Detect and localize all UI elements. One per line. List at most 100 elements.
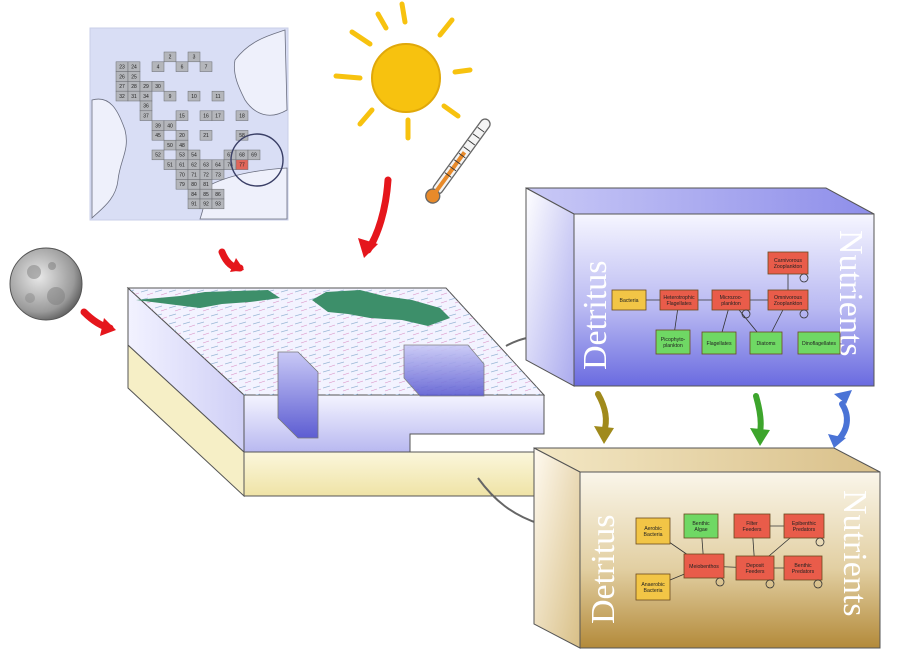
map-highlight-circle [230, 133, 284, 187]
map-cell-label: 40 [167, 123, 173, 129]
self-loop [815, 537, 825, 547]
map-cell-label: 28 [131, 84, 137, 90]
trench-left [277, 351, 319, 439]
pelagic-detritus-label: Detritus [577, 260, 614, 370]
map-cell [151, 61, 165, 72]
map-cell [151, 149, 165, 161]
map-cell-label: 29 [143, 84, 149, 90]
node-label: Heterotrophic [663, 295, 695, 301]
benthic-nutrients-label: Nutrients [836, 490, 873, 617]
self-loop [799, 273, 809, 283]
nutrient-exchange-arrow-head-down [828, 434, 846, 448]
self-loop [799, 309, 809, 319]
map-cell-label: 54 [191, 153, 197, 159]
map-cell [151, 130, 165, 141]
forcing-arrow-sun-head [358, 238, 378, 258]
map-cell-label: 64 [215, 163, 221, 169]
map-cell-label: 34 [143, 94, 149, 100]
map-cell [235, 110, 249, 121]
node-deposit [735, 555, 775, 581]
map-cell [151, 81, 165, 92]
node-label: Zooplankton [774, 301, 803, 307]
node-label: Flagellates [706, 341, 731, 347]
node-label: Filter [746, 521, 758, 527]
map-cell-label: 48 [179, 143, 185, 149]
map-cell-label: 27 [119, 84, 125, 90]
node-micro [711, 289, 751, 311]
map-cell-label: 52 [155, 153, 161, 159]
map-cell-label: 45 [155, 133, 161, 139]
map-cell-label: 50 [167, 143, 173, 149]
map-cell-label: 15 [179, 114, 185, 120]
map-cell [163, 120, 177, 131]
node-algae [683, 513, 719, 539]
self-loop [741, 309, 751, 319]
map-cell-label: 93 [215, 202, 221, 208]
map-cell-label: 4 [157, 65, 160, 71]
forcing-arrow-sun [364, 176, 392, 254]
node-flagellates [701, 331, 737, 355]
benthic-side-face [533, 447, 581, 649]
map-cell-label: 79 [179, 182, 185, 188]
sun-icon [333, 1, 473, 141]
map-cell-label: 73 [215, 172, 221, 178]
map-cell-label: 37 [143, 114, 149, 120]
map-cell-label: 69 [251, 153, 257, 159]
node-label: Carnivorous [774, 258, 802, 264]
map-cell-label: 6 [181, 65, 184, 71]
map-cell-label: 25 [131, 74, 137, 80]
node-label: plankton [721, 301, 741, 307]
map-cell [163, 90, 177, 102]
map-cell-label: 21 [203, 133, 209, 139]
node-label: Anaerobic [641, 582, 665, 588]
nutrient-down-arrow-head [750, 428, 770, 446]
node-label: Bacteria [619, 298, 638, 304]
node-label: plankton [663, 343, 683, 349]
forcing-arrow-map-head [230, 258, 244, 272]
map-cell-label: 7 [205, 65, 208, 71]
detritus-sinking-arrow-head [594, 426, 614, 444]
node-label: Bacteria [643, 588, 662, 594]
map-land-britain [91, 98, 127, 219]
map-cell-label: 9 [169, 94, 172, 100]
node-label: Algae [694, 527, 707, 533]
map-cell-label: 84 [191, 192, 197, 198]
node-picophyto [655, 329, 691, 355]
map-cell-label: 67 [227, 153, 233, 159]
thermometer-icon [425, 118, 491, 204]
map-cell [199, 61, 213, 72]
node-label: Omnivorous [774, 295, 802, 301]
node-label: Benthic [794, 563, 812, 569]
node-label: Dinoflagellates [802, 341, 836, 347]
map-cell [211, 110, 225, 121]
map-cell-label: 71 [191, 172, 197, 178]
node-label: Flagellates [666, 301, 691, 307]
surface-land-left [136, 290, 280, 308]
map-cell-label: 3 [193, 55, 196, 61]
node-label: Feeders [745, 569, 764, 575]
map-cell [175, 61, 189, 72]
node-label: Meiobenthos [689, 564, 719, 570]
forcing-arrow-moon-head [100, 318, 116, 336]
map-cell-label: 2 [169, 55, 172, 61]
map-cell-label: 58 [239, 133, 245, 139]
nutrient-exchange-arrow [835, 401, 850, 443]
node-hetflag [659, 289, 699, 311]
sediment-front-face [243, 451, 545, 497]
node-label: Feeders [742, 527, 761, 533]
map-cell [187, 90, 201, 102]
map-cell-label: 62 [191, 163, 197, 169]
self-loop [765, 579, 775, 589]
node-meio [683, 553, 725, 579]
map-cell-label: 39 [155, 123, 161, 129]
surface-land-right [312, 290, 450, 326]
map-cell-label: 30 [155, 84, 161, 90]
map-cell-label: 16 [203, 114, 209, 120]
map-cell [175, 110, 189, 121]
map-cell-label: 76 [227, 163, 233, 169]
node-label: Epibenthic [792, 521, 817, 527]
ocean-block [126, 286, 546, 498]
